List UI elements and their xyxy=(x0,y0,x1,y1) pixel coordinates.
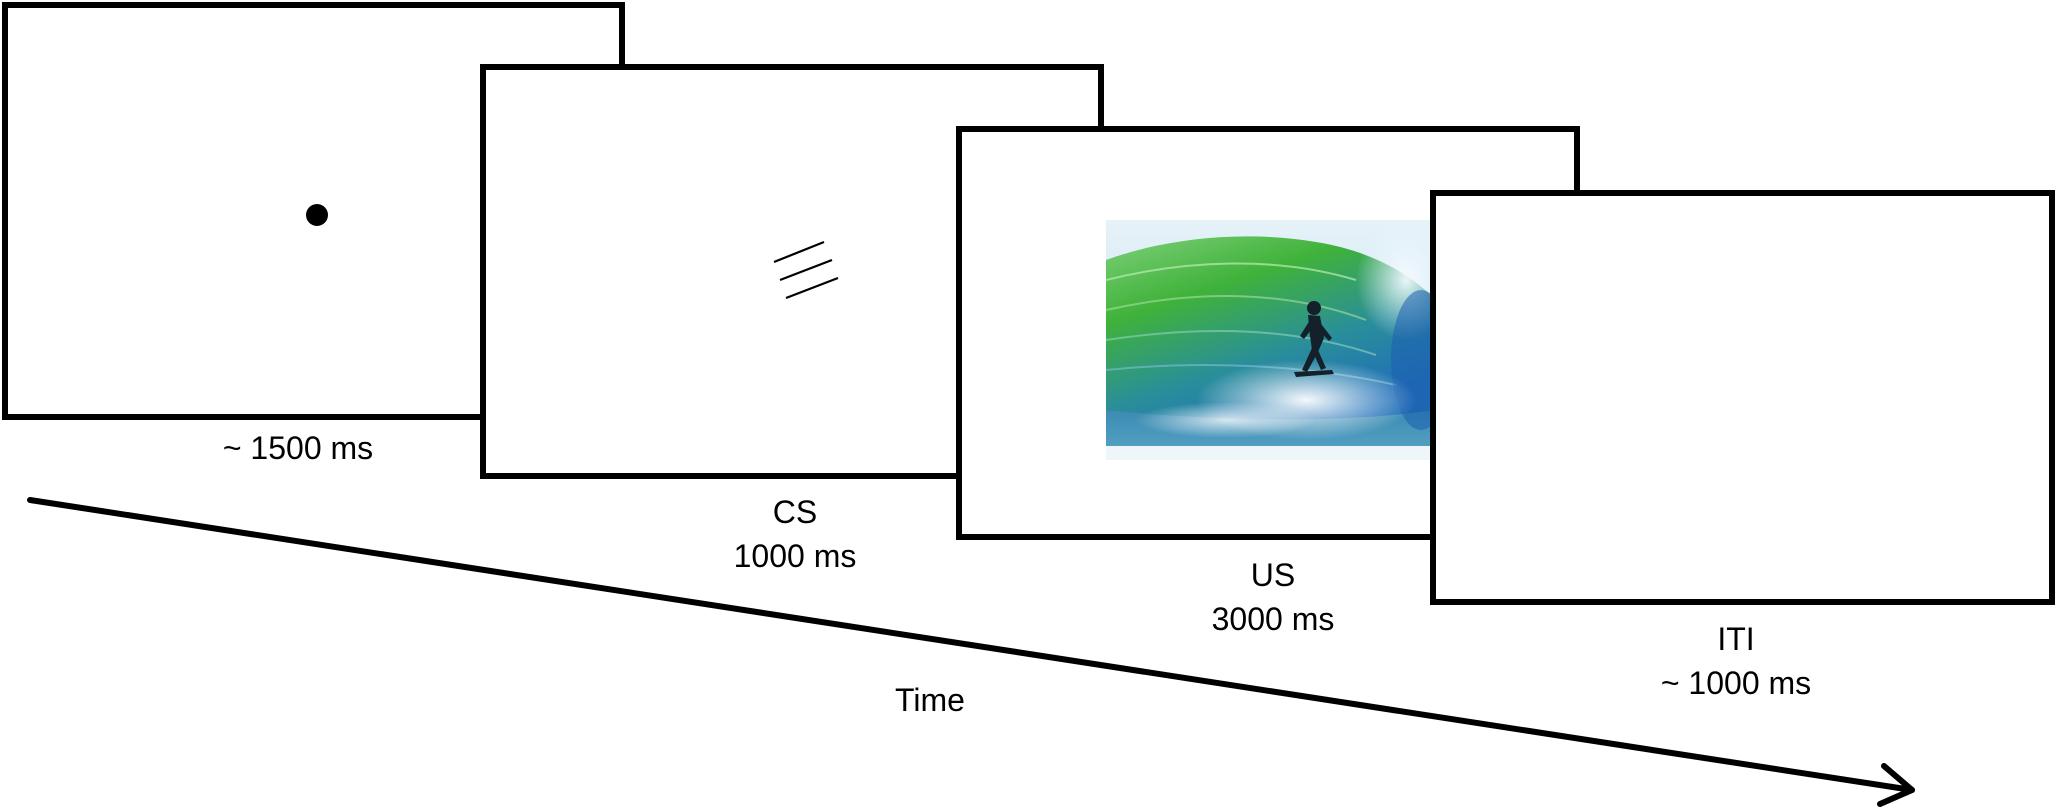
iti-screen xyxy=(1430,190,2055,605)
time-arrow-line xyxy=(27,497,1915,793)
us-label: US 3000 ms xyxy=(1173,553,1373,641)
cs-label: CS 1000 ms xyxy=(695,490,895,578)
cs-name-text: CS xyxy=(772,494,818,530)
fixation-duration-text: ~ 1500 ms xyxy=(222,430,374,466)
cs-duration-text: 1000 ms xyxy=(733,538,857,574)
us-name-text: US xyxy=(1250,557,1296,593)
time-axis-label: Time xyxy=(830,678,1030,722)
iti-duration-text: ~ 1000 ms xyxy=(1660,665,1812,701)
time-axis-text: Time xyxy=(895,682,965,718)
us-duration-text: 3000 ms xyxy=(1211,601,1335,637)
iti-name-text: ITI xyxy=(1717,621,1755,657)
cs-grating-icon xyxy=(773,240,839,300)
fixation-dot xyxy=(306,204,328,226)
iti-label: ITI ~ 1000 ms xyxy=(1636,617,1836,705)
us-surfer-image xyxy=(1106,220,1436,460)
fixation-duration-label: ~ 1500 ms xyxy=(198,426,398,470)
time-arrow-head xyxy=(1877,763,1915,807)
